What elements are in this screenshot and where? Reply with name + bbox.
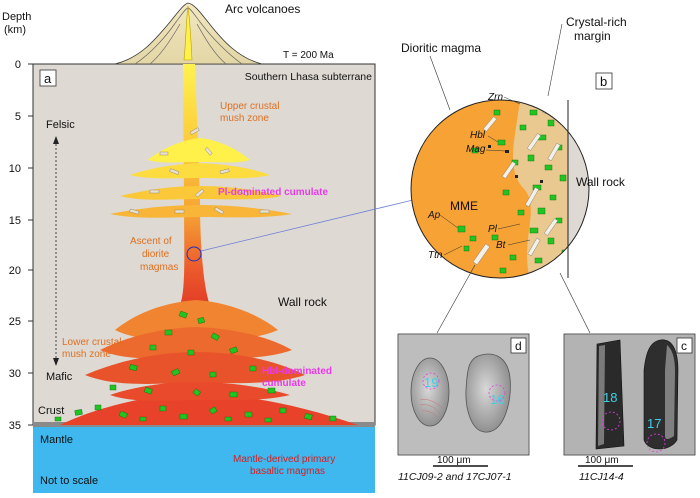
arc-volcanoes-label: Arc volcanoes [225,2,300,16]
time-label: T = 200 Ma [283,50,334,61]
magma-plumbing-system [60,64,358,425]
zircon-grain-d1 [410,357,450,427]
panel-c-letter: c [681,339,687,353]
leader-to-c [559,272,591,334]
mag-label: Mag [466,144,486,155]
crystal-margin-line2: margin [574,29,611,43]
depth-tick-25: 25 [9,316,21,328]
ap-label: Ap [427,210,441,221]
dioritic-magma-label: Dioritic magma [401,41,481,55]
depth-tick-30: 30 [9,368,21,380]
pl-cumulate-label: Pl-dominated cumulate [218,187,328,198]
panel-a-letter: a [44,71,52,86]
upper-mush-line2: mush zone [220,113,269,124]
spot-16-circle [488,384,506,402]
wall-rock-area [568,100,589,278]
panel-a: Arc volcanoes [2,2,414,493]
panel-c-caption: 11CJ14-4 [579,471,624,483]
mafic-label: Mafic [46,371,73,383]
spot-17-circle [646,433,666,453]
depth-tick-15: 15 [9,215,21,227]
depth-title-line1: Depth [2,11,31,23]
panel-d-letter: d [515,339,522,353]
panel-c-scale-label: 100 μm [585,455,619,466]
upper-mush-line1: Upper crustal [220,101,279,112]
ascent-line2: diorite [142,249,170,260]
lower-mush-line1: Lower crustal [62,337,121,348]
ttn-label: Ttn [428,250,443,261]
hbl-crystals [54,310,337,423]
depth-tick-10: 10 [9,163,21,175]
zircon-rim-c2 [665,345,675,439]
crystal-margin-line1: Crystal-rich [566,15,627,29]
primary-magmas-line1: Mantle-derived primary [233,454,335,465]
primary-magmas-line2: basaltic magmas [250,466,325,477]
leader-to-d [436,264,476,334]
mme-label: MME [450,199,478,213]
depth-tick-5: 5 [15,111,21,123]
hbl-cumulate-line1: Hbl-dominated [262,366,332,377]
lower-mush-line2: mush zone [62,349,111,360]
ascent-line3: magmas [140,262,178,273]
zircon-grain-d2 [465,353,511,433]
panel-b-circle [410,99,590,279]
depth-tick-0: 0 [15,59,21,71]
dioritic-leader [429,55,451,111]
depth-title-line2: (km) [4,24,26,36]
wall-rock-label-b: Wall rock [576,175,626,189]
spot-18-circle [601,411,621,431]
panel-c-letter-box [676,337,693,354]
panel-d-caption: 11CJ09-2 and 17CJ07-1 [398,471,512,483]
felsic-label: Felsic [46,119,75,131]
crust-label: Crust [38,405,64,417]
panel-d-scale-label: 100 μm [437,455,471,466]
panel-b-letter-box [595,72,613,90]
arc-volcano [114,2,263,65]
spot-19-label: 19 [424,375,438,390]
region-label: Southern Lhasa subterrane [245,71,372,83]
bt-label: Bt [496,240,507,251]
spot-16-label: 16 [490,392,504,407]
spot-19-circle [422,372,440,390]
pl-label: Pl [488,224,498,235]
depth-tick-35: 35 [9,420,21,432]
zoom-connector [200,199,414,252]
depth-tick-20: 20 [9,265,21,277]
felsic-mafic-arrow [53,136,59,366]
panel-b: b Dioritic magma Crystal-rich margin Wal… [401,15,627,334]
ascent-line1: Ascent of [130,236,172,247]
panel-b-letter: b [600,74,607,89]
pl-crystals [129,127,270,215]
wall-rock-label-a: Wall rock [278,295,328,309]
panel-d: 19 16 d 100 μm 11CJ09-2 and 17CJ07-1 [397,333,530,483]
panel-d-letter-box [510,337,527,354]
hbl-cumulate-line2: cumulate [262,378,306,389]
mantle-layer [33,425,375,493]
hbl-label: Hbl [470,130,486,141]
zrn-label: Zrn [487,92,503,103]
panel-a-letter-box [39,69,57,87]
zoom-circle [186,246,202,262]
spot-17-label: 17 [647,416,661,431]
depth-axis: Depth (km) 0 5 10 15 20 25 30 35 [2,11,33,432]
margin-leader [547,23,563,97]
panel-c: 18 17 c 100 μm 11CJ14-4 [563,333,696,483]
zircon-rim-c1 [598,345,605,446]
spot-18-label: 18 [603,390,617,405]
mantle-label: Mantle [40,434,73,446]
not-to-scale-label: Not to scale [40,475,98,487]
